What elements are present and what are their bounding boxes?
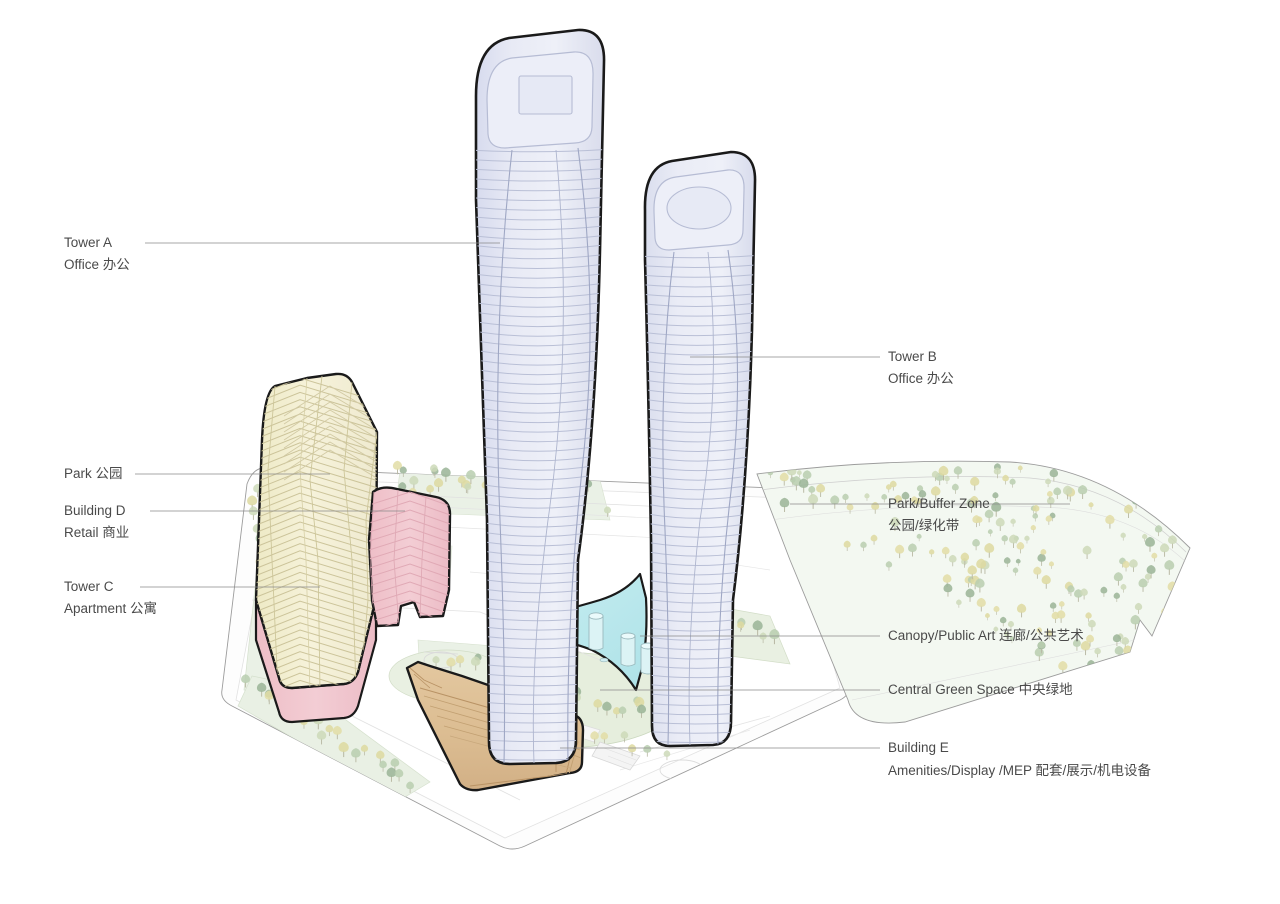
annotation-building-d: Building D Retail 商业 — [64, 503, 129, 540]
label-building-e-line2: Amenities/Display /MEP 配套/展示/机电设备 — [888, 762, 1152, 778]
tower-a-mass — [474, 28, 606, 766]
annotation-canopy: Canopy/Public Art 连廊/公共艺术 — [888, 627, 1084, 643]
annotation-central-green: Central Green Space 中央绿地 — [888, 682, 1073, 697]
label-building-e-line1: Building E — [888, 740, 949, 755]
annotation-tower-b: Tower B Office 办公 — [888, 349, 954, 386]
leader-lines — [135, 242, 1070, 749]
label-tower-a-line2: Office 办公 — [64, 257, 130, 272]
annotation-building-e: Building E Amenities/Display /MEP 配套/展示/… — [888, 740, 1152, 778]
tower-b-mass — [643, 150, 757, 748]
label-park-buffer-line1: Park/Buffer Zone — [888, 496, 990, 511]
label-tower-c-line1: Tower C — [64, 579, 114, 594]
label-tower-c-line2: Apartment 公寓 — [64, 600, 157, 616]
annotation-park: Park 公园 — [64, 466, 123, 481]
label-park-buffer-line2: 公园/绿化带 — [888, 518, 959, 533]
label-building-d-line1: Building D — [64, 503, 126, 518]
annotation-tower-a: Tower A Office 办公 — [64, 235, 130, 272]
label-canopy-line1: Canopy/Public Art 连廊/公共艺术 — [888, 627, 1084, 643]
annotation-park-buffer: Park/Buffer Zone 公园/绿化带 — [888, 496, 990, 533]
tower-c-mass — [254, 372, 379, 724]
label-tower-a-line1: Tower A — [64, 235, 112, 250]
annotation-tower-c: Tower C Apartment 公寓 — [64, 579, 157, 616]
label-tower-b-line1: Tower B — [888, 349, 937, 364]
label-building-d-line2: Retail 商业 — [64, 525, 129, 540]
label-park-line1: Park 公园 — [64, 466, 123, 481]
label-central-green-line1: Central Green Space 中央绿地 — [888, 682, 1073, 697]
label-tower-b-line2: Office 办公 — [888, 371, 954, 386]
